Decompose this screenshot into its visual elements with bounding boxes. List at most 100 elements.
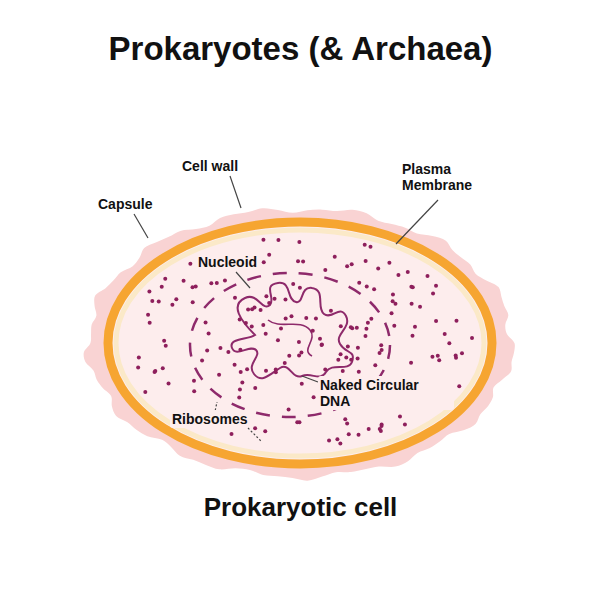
ribosome xyxy=(246,307,250,311)
ribosome xyxy=(390,311,394,315)
ribosome xyxy=(437,358,441,362)
ribosome xyxy=(283,298,287,302)
ribosome xyxy=(163,277,167,281)
ribosome xyxy=(454,356,458,360)
ribosome xyxy=(339,352,343,356)
ribosome xyxy=(238,348,242,352)
ribosome xyxy=(215,281,219,285)
ribosome xyxy=(291,282,295,286)
ribosome xyxy=(240,380,244,384)
ribosome xyxy=(410,302,414,306)
ribosome xyxy=(150,299,154,303)
ribosome xyxy=(379,343,383,347)
ribosome xyxy=(356,357,360,361)
ribosome xyxy=(287,354,291,358)
ribosome xyxy=(314,317,318,321)
ribosome xyxy=(323,367,327,371)
cell-wall xyxy=(108,222,492,464)
ribosome xyxy=(320,343,324,347)
ribosome xyxy=(153,370,157,374)
ribosome xyxy=(392,324,396,328)
ribosome xyxy=(436,354,440,358)
ribosome xyxy=(355,326,359,330)
ribosome xyxy=(143,390,147,394)
ribosome xyxy=(162,339,166,343)
ribosome xyxy=(470,336,474,340)
ribosome xyxy=(245,367,249,371)
capsule-layer xyxy=(84,208,515,480)
ribosome xyxy=(170,303,174,307)
ribosome xyxy=(346,345,350,349)
ribosome xyxy=(146,313,150,317)
ribosome xyxy=(345,264,349,268)
ribosome xyxy=(300,382,304,386)
ribosome xyxy=(320,342,324,346)
ribosome xyxy=(204,320,208,324)
ribosome xyxy=(318,337,322,341)
ribosome xyxy=(367,427,371,431)
ribosome xyxy=(267,301,271,305)
ribosome xyxy=(207,332,211,336)
ribosome xyxy=(380,424,384,428)
ribosome xyxy=(323,268,327,272)
ribosome xyxy=(264,294,268,298)
ribosome xyxy=(148,321,152,325)
ribosome xyxy=(364,327,368,331)
ribosome xyxy=(244,321,248,325)
part-label: Capsule xyxy=(96,195,154,213)
ribosome xyxy=(356,346,360,350)
ribosome xyxy=(209,281,213,285)
ribosome xyxy=(223,278,227,282)
ribosome xyxy=(200,359,204,363)
ribosome xyxy=(363,334,367,338)
ribosome xyxy=(147,290,151,294)
part-label: Nucleoid xyxy=(196,253,259,271)
ribosome xyxy=(237,395,241,399)
ribosome xyxy=(418,305,422,309)
ribosome xyxy=(191,300,195,304)
ribosome xyxy=(372,287,376,291)
ribosome xyxy=(182,279,186,283)
ribosome-dots xyxy=(136,238,474,446)
ribosome xyxy=(447,341,451,345)
ribosome xyxy=(373,363,377,367)
ribosome xyxy=(363,243,367,247)
ribosome xyxy=(376,266,380,270)
ribosome xyxy=(336,358,340,362)
ribosome xyxy=(454,319,458,323)
ribosome xyxy=(364,259,368,263)
ribosome xyxy=(339,324,343,328)
ribosome xyxy=(387,261,391,265)
ribosome xyxy=(137,356,141,360)
ribosome xyxy=(369,245,373,249)
ribosome xyxy=(378,351,382,355)
ribosome xyxy=(205,348,209,352)
ribosome xyxy=(379,429,383,433)
ribosome xyxy=(287,408,291,412)
ribosome xyxy=(273,297,277,301)
ribosome xyxy=(341,369,345,373)
ribosome xyxy=(413,325,417,329)
ribosome xyxy=(263,429,267,433)
ribosome xyxy=(174,297,178,301)
ribosome xyxy=(262,260,266,264)
ribosome xyxy=(396,273,400,277)
ribosome xyxy=(264,332,268,336)
ribosome xyxy=(226,350,230,354)
ribosome xyxy=(261,323,265,327)
ribosome xyxy=(329,309,333,313)
ribosome xyxy=(233,363,237,367)
ribosome xyxy=(250,325,254,329)
ribosome xyxy=(218,346,222,350)
ribosome xyxy=(274,368,278,372)
ribosome xyxy=(335,437,339,441)
ribosome xyxy=(284,316,288,320)
ribosome xyxy=(403,423,407,427)
ribosome xyxy=(295,420,299,424)
ribosome xyxy=(191,285,195,289)
ribosome xyxy=(297,240,301,244)
leader-line xyxy=(302,376,318,382)
ribosome xyxy=(338,441,342,445)
ribosome xyxy=(192,379,196,383)
ribosome xyxy=(136,365,140,369)
